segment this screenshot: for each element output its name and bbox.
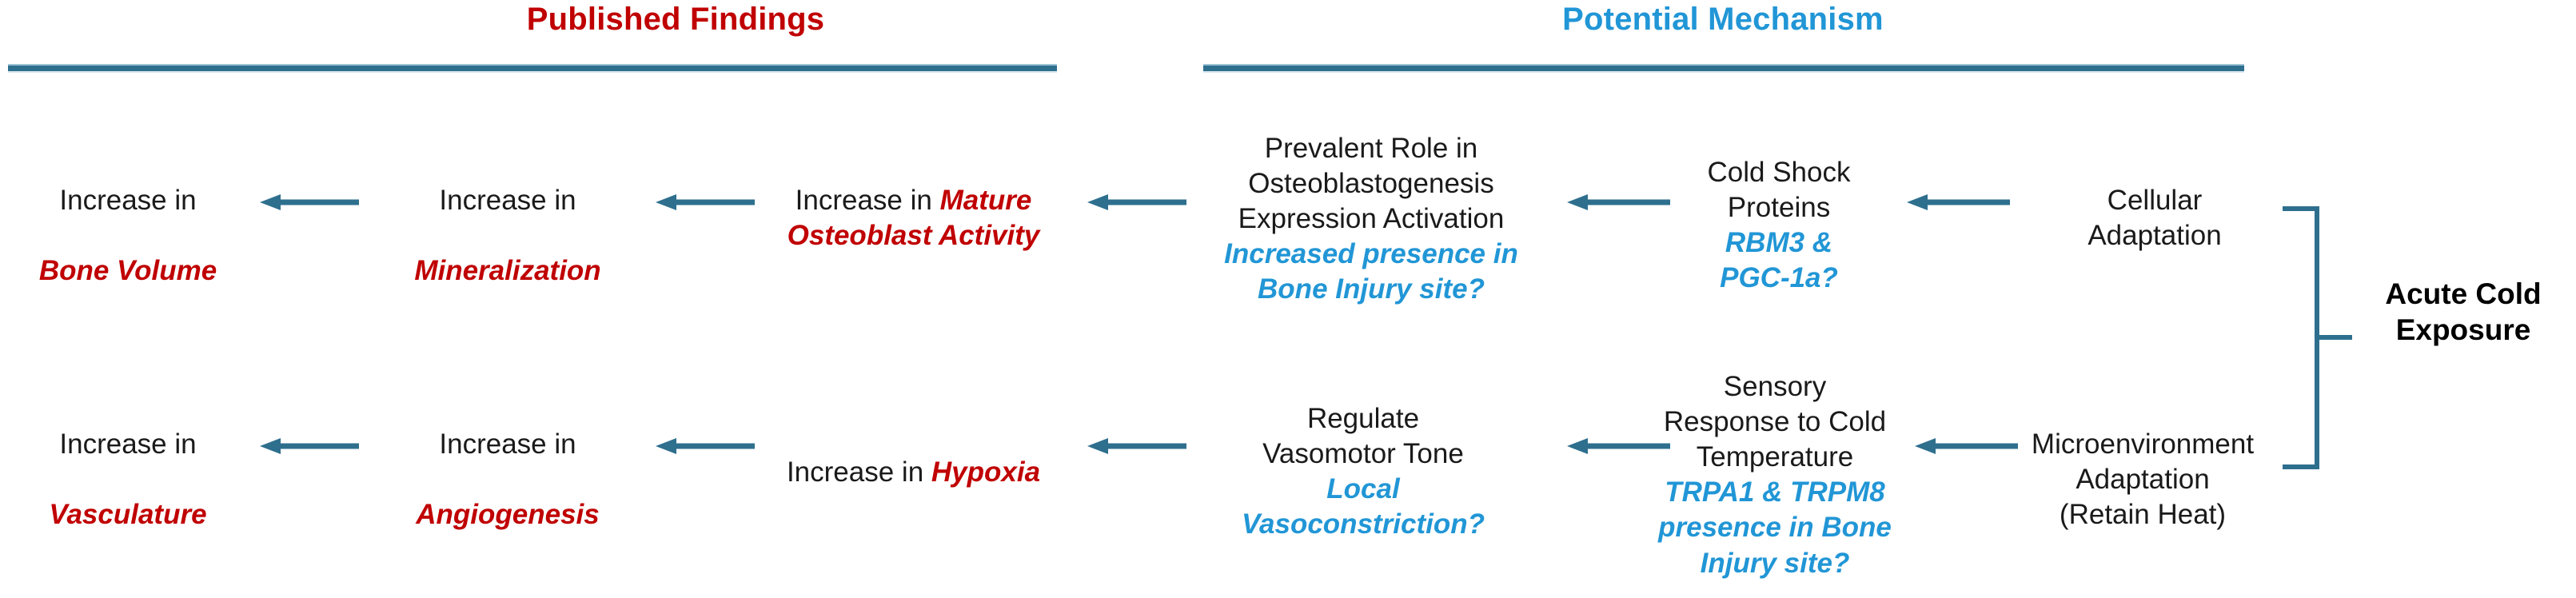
arrow-left-top-3 (1087, 192, 1187, 213)
column-header-published-findings: Published Findings (526, 2, 825, 37)
node-plain-text: Increase in (439, 429, 576, 460)
node-plain-text: Increase in (439, 185, 576, 217)
node-accent-text: Bone Volume (38, 255, 217, 287)
column-header-potential-mechanism: Potential Mechanism (1562, 2, 1884, 37)
node-top-increase-mineralization: Increase in Mineralization (364, 148, 652, 289)
node-plain-text: Increase in (786, 456, 931, 488)
node-plain-text: Cold Shock Proteins (1707, 157, 1851, 224)
node-accent-text: Increased presence in Bone Injury site? (1224, 238, 1518, 305)
node-bottom-regulate-vasomotor-tone: Regulate Vasomotor Tone Local Vasoconstr… (1175, 366, 1551, 542)
node-top-increase-bone-volume: Increase in Bone Volume (0, 148, 256, 289)
node-plain-text: Increase in (795, 185, 940, 217)
node-top-cellular-adaptation: Cellular Adaptation (2019, 148, 2291, 253)
node-top-increase-mature-osteoblast-activity: Increase in Mature Osteoblast Activity (744, 148, 1083, 253)
node-bottom-increase-vasculature: Increase in Vasculature (0, 392, 256, 532)
node-bottom-microenvironment-adaptation: Microenvironment Adaptation (Retain Heat… (1959, 392, 2327, 532)
node-top-cold-shock-proteins: Cold Shock Proteins RBM3 & PGC-1a? (1659, 120, 1899, 296)
node-accent-text: Local Vasoconstriction? (1241, 473, 1485, 540)
arrow-left-bottom-1 (260, 436, 360, 456)
node-plain-text: Increase in (59, 429, 197, 460)
arrow-left-bottom-4 (1567, 436, 1671, 456)
arrow-left-bottom-5 (1915, 436, 2019, 456)
header-rule-right (1203, 64, 2244, 73)
acute-cold-exposure-bracket (2279, 204, 2359, 472)
node-accent-text: TRPA1 & TRPM8 presence in Bone Injury si… (1658, 476, 1892, 579)
acute-cold-exposure-label: Acute Cold Exposure (2385, 277, 2542, 347)
arrow-left-top-5 (1907, 192, 2011, 213)
node-plain-text: Prevalent Role in Osteoblastogenesis Exp… (1238, 133, 1505, 235)
arrow-left-bottom-3 (1087, 436, 1187, 456)
node-accent-text: RBM3 & PGC-1a? (1720, 227, 1838, 294)
arrow-left-top-2 (656, 192, 756, 213)
node-plain-text: Increase in (59, 185, 197, 217)
node-accent-text: Vasculature (49, 499, 207, 531)
node-bottom-sensory-response-to-cold: Sensory Response to Cold Temperature TRP… (1615, 334, 1935, 581)
node-accent-text: Mature Osteoblast Activity (787, 185, 1040, 252)
node-accent-text: Mineralization (414, 255, 601, 287)
node-plain-text: Sensory Response to Cold Temperature (1663, 371, 1887, 473)
arrow-left-top-4 (1567, 192, 1671, 213)
arrow-left-top-1 (260, 192, 360, 213)
node-bottom-increase-hypoxia: Increase in Hypoxia (744, 420, 1083, 490)
header-rule-left (8, 64, 1057, 73)
node-accent-text: Hypoxia (931, 456, 1041, 488)
node-bottom-increase-angiogenesis: Increase in Angiogenesis (364, 392, 652, 532)
node-plain-text: Regulate Vasomotor Tone (1262, 403, 1464, 470)
node-top-prevalent-role-osteoblastogenesis: Prevalent Role in Osteoblastogenesis Exp… (1183, 96, 1559, 308)
node-plain-text: Cellular Adaptation (2088, 185, 2222, 252)
node-plain-text: Microenvironment Adaptation (Retain Heat… (2031, 429, 2255, 531)
arrow-left-bottom-2 (656, 436, 756, 456)
node-accent-text: Angiogenesis (416, 499, 600, 531)
